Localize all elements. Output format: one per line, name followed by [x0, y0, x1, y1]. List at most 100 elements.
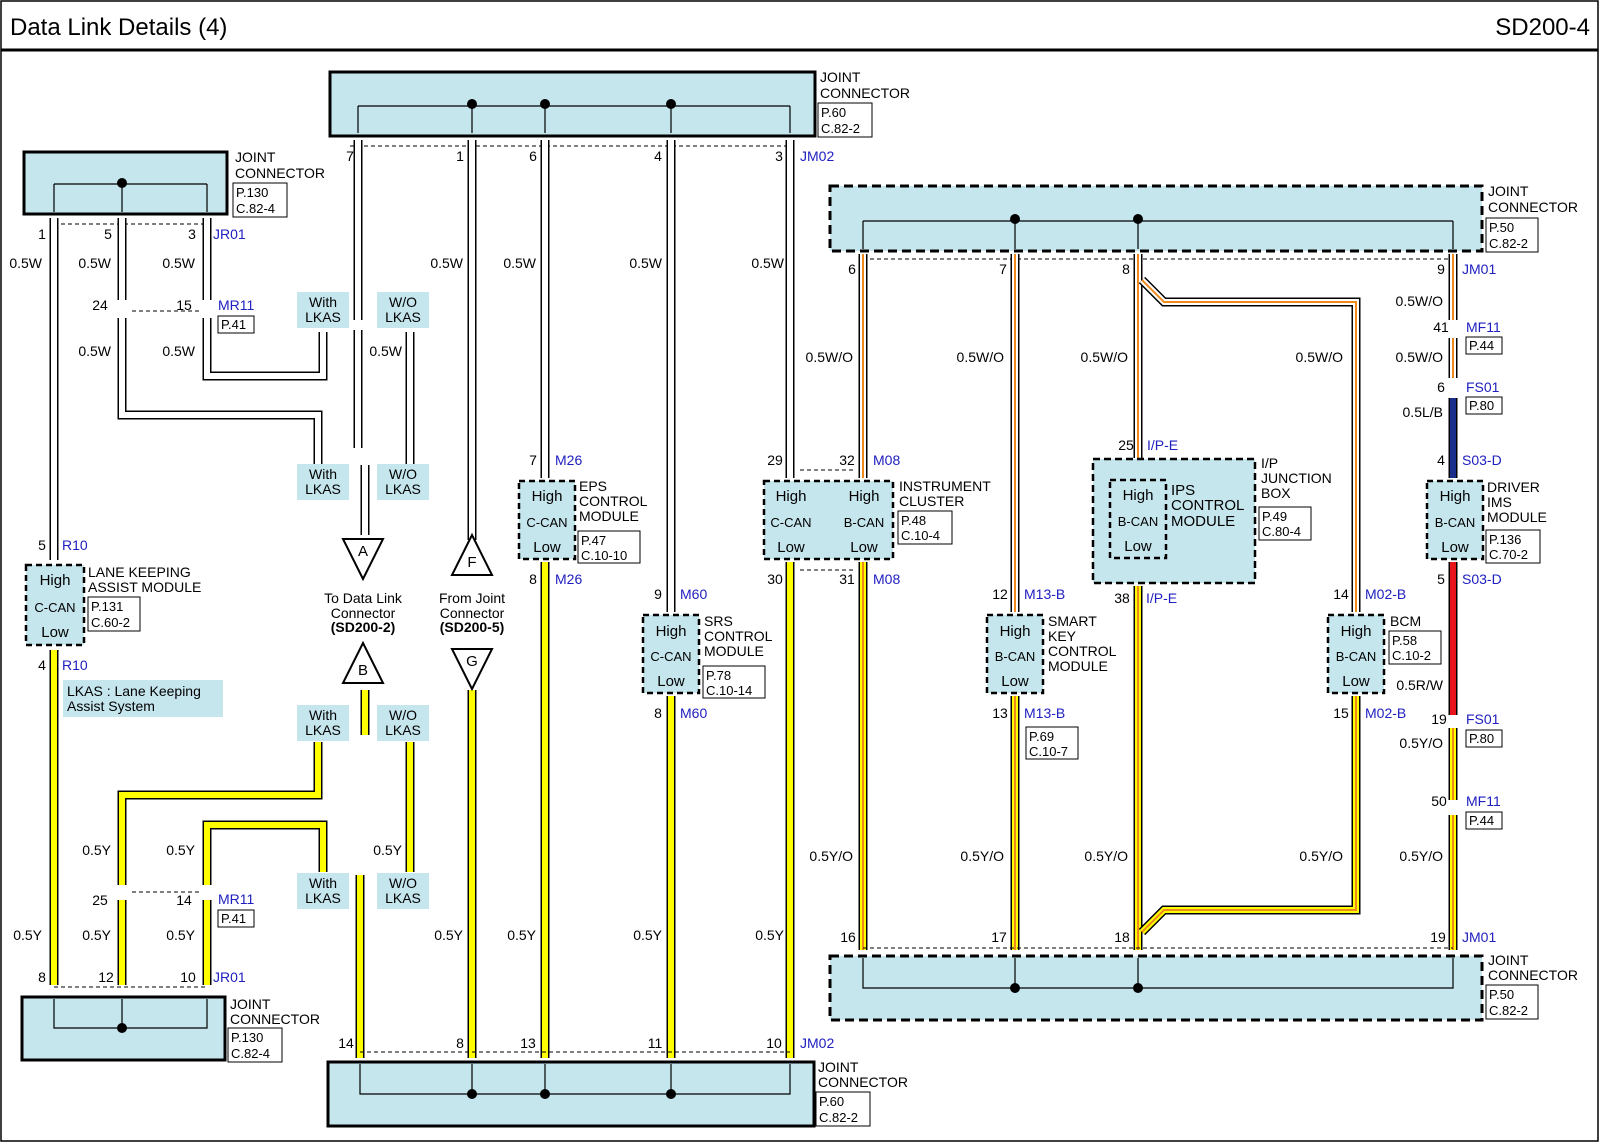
smk-m13b-bot: M13-B	[1024, 705, 1065, 721]
to-dlc-2: Connector	[331, 605, 396, 621]
cluster-b-high: High	[849, 488, 880, 505]
lka-r10-top: R10	[62, 537, 88, 553]
pin-mr11-24: 24	[92, 297, 108, 313]
right-inline-connectors: 41 MF11 P.44 6 FS01 P.80 19 FS01 P.80 50…	[1431, 319, 1503, 830]
lkas-tag-with-0	[297, 292, 349, 328]
lka-ref-1: P.131	[91, 599, 123, 614]
from-jc-2: Connector	[440, 605, 505, 621]
jr01-bot-id: JR01	[213, 969, 246, 985]
jm02-top-id: JM02	[800, 148, 834, 164]
lkas-tag-wo-5	[377, 705, 429, 741]
wire-size-label-17: 0.5R/W	[1396, 677, 1443, 693]
page-title: Data Link Details (4)	[10, 14, 227, 41]
joint-connector-jm02-bottom: 14 8 13 11 10 JM02 JOINT CONNECTOR P.60 …	[326, 1035, 908, 1128]
jr01-top-ref-2: C.82-4	[236, 201, 275, 216]
smk-name-1: SMART	[1048, 613, 1097, 629]
pin-jm01-6: 6	[848, 261, 856, 277]
flag-b: B	[358, 662, 368, 679]
jm01-top-ref-2: C.82-2	[1489, 236, 1528, 251]
offpage-flags: A F To Data Link Connector (SD200-2) Fro…	[324, 532, 505, 692]
to-dlc-1: To Data Link	[324, 590, 403, 606]
bcm-module: 14 M02-B High B-CAN Low BCM P.58 C.10-2 …	[1326, 586, 1442, 721]
wire-size-label-29: 0.5Y	[755, 927, 784, 943]
jr01-bot-label-1: JOINT	[230, 996, 271, 1012]
wire-jr01-12-core	[119, 742, 321, 985]
lkas-tag-wo-3-line0: W/O	[389, 466, 417, 482]
pin-jm02-13: 13	[520, 1035, 536, 1051]
cluster-b-low: Low	[850, 539, 878, 556]
eps-name-2: CONTROL	[579, 493, 648, 509]
wire-size-label-23: 0.5Y	[13, 927, 42, 943]
lkas-tag-wo-7-line0: W/O	[389, 875, 417, 891]
jr01-top-id: JR01	[213, 226, 246, 242]
cluster-m08-top: M08	[873, 452, 900, 468]
cluster-c-low: Low	[777, 539, 805, 556]
bcm-high: High	[1341, 623, 1372, 640]
wire-size-label-13: 0.5W/O	[1296, 349, 1344, 365]
srs-name-3: MODULE	[704, 643, 764, 659]
smk-ref-2: C.10-7	[1029, 744, 1068, 759]
wire-size-label-18: 0.5Y/O	[1399, 735, 1443, 751]
lkas-tag-with-0-line0: With	[309, 294, 337, 310]
pin-jm02-11: 11	[648, 1035, 663, 1051]
bcm-name: BCM	[1390, 613, 1421, 629]
wire-size-label-15: 0.5W/O	[1396, 349, 1444, 365]
mr11-top-connector: 24 15 MR11 P.41	[92, 297, 255, 334]
jm01-bot-label-1: JOINT	[1488, 952, 1529, 968]
lkas-tag-wo-5-line1: LKAS	[385, 722, 421, 738]
smk-name-3: CONTROL	[1048, 643, 1117, 659]
lkas-tag-with-2-line1: LKAS	[305, 481, 341, 497]
from-jc-ref: (SD200-5)	[440, 619, 505, 635]
ipjb-ipe-top: I/P-E	[1147, 437, 1178, 453]
pin-cluster-29: 29	[767, 452, 783, 468]
pin-jm01-18: 18	[1114, 929, 1130, 945]
pin-jr01-10: 10	[180, 969, 196, 985]
wire-size-label-0: 0.5W	[9, 255, 42, 271]
wire-size-label-26: 0.5Y	[434, 927, 463, 943]
pin-cluster-31: 31	[839, 571, 855, 587]
wire-jr01-10-core	[204, 822, 326, 985]
srs-ref-2: C.10-14	[706, 683, 752, 698]
joint-connector-jm01-top: JOINT CONNECTOR P.50 C.82-2 6 7 8 9 JM01	[828, 183, 1578, 277]
ipjb-name-2: JUNCTION	[1261, 470, 1332, 486]
pin-ips-38: 38	[1114, 590, 1130, 606]
lkas-tag-wo-7-line1: LKAS	[385, 890, 421, 906]
lka-bus: C-CAN	[34, 600, 75, 615]
wire-size-label-14: 0.5W/O	[1396, 293, 1444, 309]
srs-high: High	[656, 623, 687, 640]
pin-mr11-25: 25	[92, 892, 108, 908]
jm01-bot-label-2: CONNECTOR	[1488, 967, 1578, 983]
cluster-name-2: CLUSTER	[899, 493, 964, 509]
lkas-note: LKAS : Lane Keeping Assist System	[63, 680, 223, 717]
jm01-top-id: JM01	[1462, 261, 1496, 277]
white-wires	[49, 140, 795, 612]
jm01-bot-id: JM01	[1462, 929, 1496, 945]
cluster-ref-2: C.10-4	[901, 528, 940, 543]
pin-jr01-5: 5	[104, 226, 112, 242]
lkas-tag-with-6	[297, 873, 349, 909]
driver-ims-module: 4 S03-D High B-CAN Low DRIVER IMS MODULE…	[1425, 452, 1547, 587]
smk-high: High	[1000, 623, 1031, 640]
lkas-tag-with-4-line1: LKAS	[305, 722, 341, 738]
wire-size-label-5: 0.5W	[629, 255, 662, 271]
from-jc-1: From Joint	[439, 590, 505, 606]
srs-name-2: CONTROL	[704, 628, 773, 644]
mf11-top-ref: P.44	[1469, 338, 1494, 353]
joint-connector-jm01-bottom: 16 17 18 19 JM01 JOINT CONNECTOR P.50 C.…	[828, 929, 1578, 1022]
lkas-tag-wo-1-line1: LKAS	[385, 309, 421, 325]
jr01-bot-label-2: CONNECTOR	[230, 1011, 320, 1027]
wire-size-label-11: 0.5W/O	[957, 349, 1005, 365]
fs01-top-id: FS01	[1466, 379, 1500, 395]
pin-cluster-32: 32	[839, 452, 855, 468]
srs-m60-top: M60	[680, 586, 707, 602]
wire-size-label-19: 0.5Y/O	[1399, 848, 1443, 864]
ips-high: High	[1123, 487, 1154, 504]
pin-jm01-16: 16	[840, 929, 856, 945]
pin-ips-25: 25	[1118, 437, 1134, 453]
wire-size-label-30: 0.5Y/O	[809, 848, 853, 864]
lane-keeping-assist-module: 5 R10 High C-CAN Low LANE KEEPING ASSIST…	[24, 537, 201, 673]
wire-size-label-20: 0.5Y	[82, 842, 111, 858]
wire-size-label-28: 0.5Y	[633, 927, 662, 943]
wire-size-label-21: 0.5Y	[166, 842, 195, 858]
lkas-tag-wo-1-line0: W/O	[389, 294, 417, 310]
